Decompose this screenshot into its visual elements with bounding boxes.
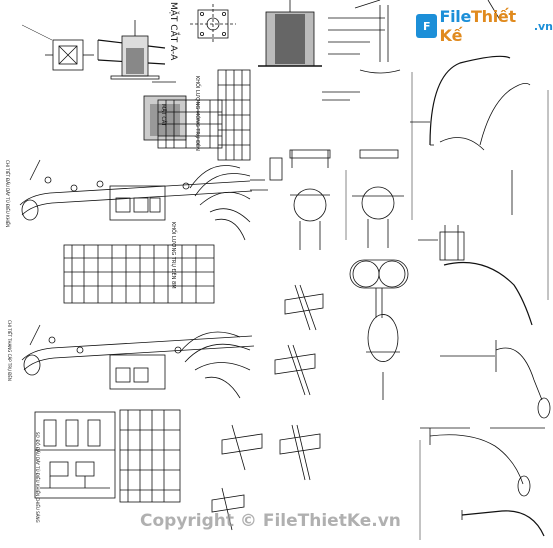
logo-domain: .vn (533, 19, 553, 33)
lamp-bracket-1 (440, 340, 551, 419)
logo-name-a: File (439, 7, 472, 26)
quantity-table (63, 244, 215, 304)
clamp-details (250, 149, 404, 250)
pole-profile-single-arm (418, 225, 533, 326)
base-plate-plan (190, 4, 236, 44)
anchor-cross-section (258, 0, 385, 67)
pole-profile-base (461, 510, 545, 537)
logo-name: FileThiết Kế (439, 7, 532, 45)
copyright-watermark: Copyright © FileThietKe.vn (140, 511, 401, 531)
foundation-section (110, 20, 187, 141)
logo-name-b: Thiết Kế (439, 7, 516, 45)
wiring-table (119, 409, 181, 503)
pole-assembly-lower (21, 324, 255, 399)
pole-assembly-upper (19, 159, 265, 241)
control-cabinet-wiring (34, 411, 116, 499)
wiring-title: SƠ ĐỒ ĐẤU DÂY TỦ ĐIỀU KHIỂN CHIẾU SÁNG (35, 432, 40, 523)
chart-title-1: KHỐI LƯỢNG MÓNG TRỤ ĐÈN (194, 76, 200, 151)
detail-b-title: CHI TIẾT THANG CÁP TRỤ ĐÈN (7, 320, 12, 381)
pole-profile-curved-arm (410, 0, 531, 215)
filethietke-logo: F FileThiết Kế .vn (416, 7, 553, 45)
detail-a-title: CHI TIẾT ĐẤU DÂY TỦ ĐIỀU KHIỂN (5, 160, 10, 228)
material-table-1 (157, 99, 223, 149)
lamp-bracket-2 (420, 427, 545, 497)
material-table-2 (217, 69, 251, 161)
pole-clamp-details (211, 284, 324, 531)
chart-title-2: KHỐI LƯỢNG TRỤ ĐÈN 8M (170, 222, 176, 289)
bolt-detail (322, 5, 401, 101)
mast-cut-label: MẶT CẮT (160, 104, 166, 127)
dimension-lines (345, 72, 549, 540)
logo-icon: F (416, 14, 438, 38)
double-ring-clamp (349, 259, 409, 400)
section-aa-title: MẶT CẮT A-A (168, 2, 178, 61)
